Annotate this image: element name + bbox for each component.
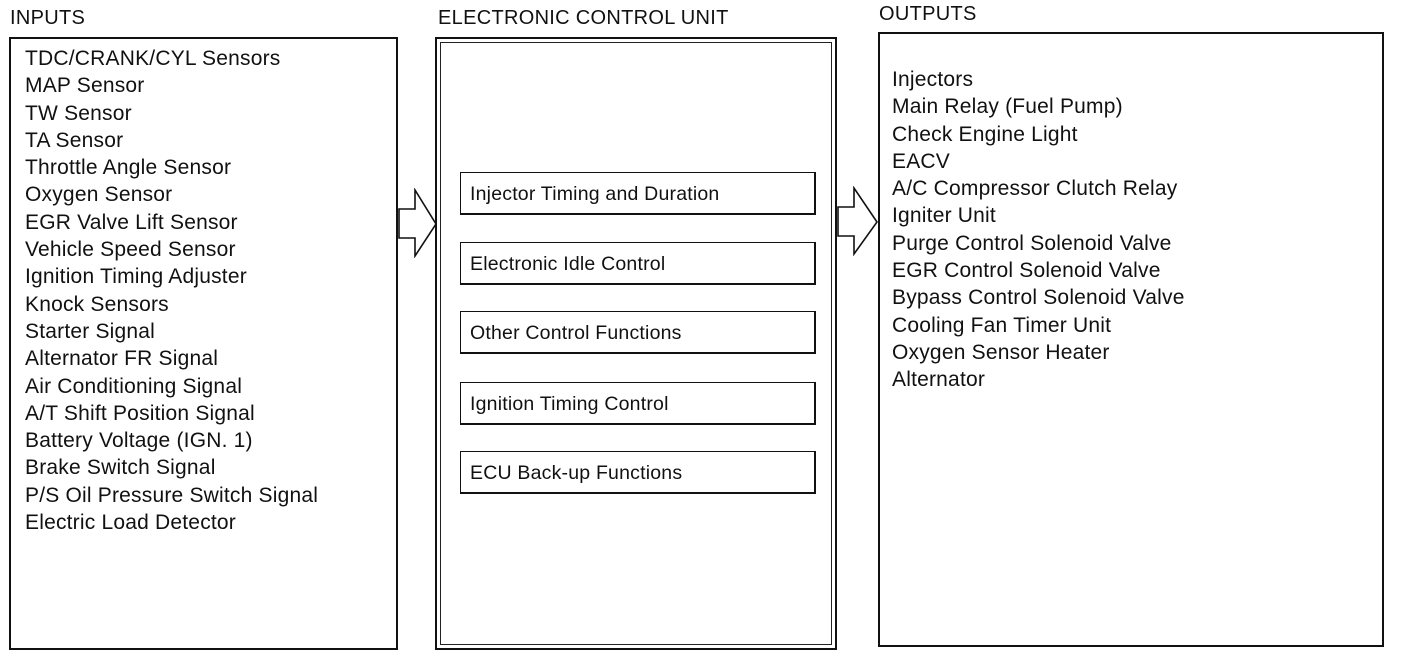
outputs-panel: Injectors Main Relay (Fuel Pump) Check E… [878, 32, 1384, 647]
output-item: EGR Control Solenoid Valve [892, 259, 1161, 283]
input-item: Brake Switch Signal [25, 456, 216, 480]
output-item: Bypass Control Solenoid Valve [892, 286, 1185, 310]
output-item: Purge Control Solenoid Valve [892, 231, 1172, 255]
ecu-function-box: Other Control Functions [460, 311, 816, 354]
input-item: Oxygen Sensor [25, 183, 173, 207]
input-item: Throttle Angle Sensor [25, 156, 232, 180]
input-item: Vehicle Speed Sensor [25, 238, 236, 262]
output-item: Check Engine Light [892, 122, 1078, 146]
outputs-heading: OUTPUTS [879, 3, 977, 25]
input-item: Ignition Timing Adjuster [25, 265, 247, 289]
input-item: Electric Load Detector [25, 511, 236, 535]
ecu-function-label: Other Control Functions [470, 322, 682, 344]
ecu-function-label: Injector Timing and Duration [470, 183, 720, 205]
ecu-heading: ELECTRONIC CONTROL UNIT [438, 7, 729, 29]
input-item: Battery Voltage (IGN. 1) [25, 429, 253, 453]
input-item: MAP Sensor [25, 74, 145, 98]
output-item: Oxygen Sensor Heater [892, 340, 1110, 364]
ecu-inner-border [440, 42, 832, 645]
ecu-function-box: Electronic Idle Control [460, 242, 816, 285]
outputs-list: Injectors Main Relay (Fuel Pump) Check E… [892, 66, 1185, 394]
output-item: Cooling Fan Timer Unit [892, 313, 1112, 337]
input-item: Air Conditioning Signal [25, 374, 243, 398]
input-item: EGR Valve Lift Sensor [25, 210, 238, 234]
output-item: EACV [892, 149, 950, 173]
input-item: Starter Signal [25, 319, 156, 343]
ecu-function-label: Electronic Idle Control [470, 253, 666, 275]
input-item: Knock Sensors [25, 292, 169, 316]
ecu-function-box: Ignition Timing Control [460, 382, 816, 425]
input-item: Alternator FR Signal [25, 347, 219, 371]
input-item: A/T Shift Position Signal [25, 401, 255, 425]
inputs-panel: TDC/CRANK/CYL Sensors MAP Sensor TW Sens… [9, 37, 398, 650]
input-item: P/S Oil Pressure Switch Signal [25, 483, 319, 507]
ecu-function-box: ECU Back-up Functions [460, 451, 816, 494]
input-item: TA Sensor [25, 128, 124, 152]
ecu-to-outputs-arrow-icon [837, 186, 878, 256]
ecu-function-label: ECU Back-up Functions [470, 462, 683, 484]
ecu-function-label: Ignition Timing Control [470, 393, 669, 415]
output-item: Alternator [892, 368, 986, 392]
inputs-heading: INPUTS [10, 7, 86, 29]
inputs-list: TDC/CRANK/CYL Sensors MAP Sensor TW Sens… [25, 45, 318, 536]
output-item: Igniter Unit [892, 204, 996, 228]
ecu-function-box: Injector Timing and Duration [460, 172, 816, 215]
output-item: Injectors [892, 68, 974, 91]
input-item: TW Sensor [25, 101, 132, 125]
inputs-to-ecu-arrow-icon [398, 188, 437, 258]
input-item: TDC/CRANK/CYL Sensors [25, 47, 281, 70]
output-item: Main Relay (Fuel Pump) [892, 95, 1123, 119]
output-item: A/C Compressor Clutch Relay [892, 177, 1178, 201]
